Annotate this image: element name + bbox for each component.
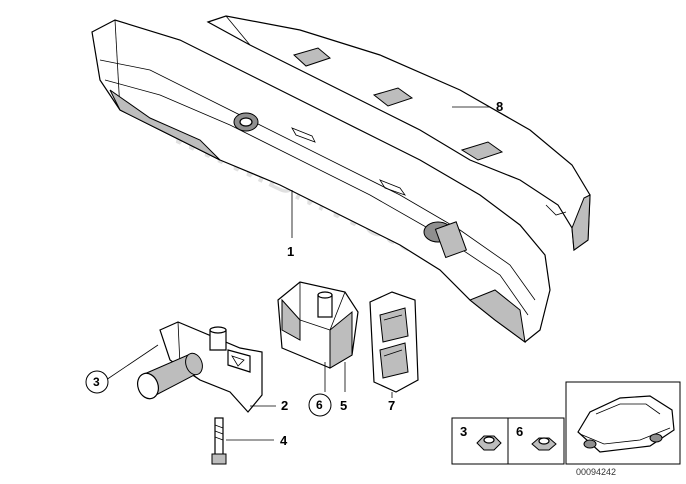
callout-4: 4 [280, 433, 288, 448]
hex-nut-icon [476, 435, 502, 451]
callout-6: 6 [316, 398, 323, 412]
part-1-bumper-carrier [91, 19, 551, 344]
collar-nut-icon [531, 437, 557, 451]
leader-3 [105, 344, 159, 381]
part-4-bolt [211, 417, 227, 465]
car-thumbnail [565, 381, 681, 465]
part-8-trim-strip [206, 15, 591, 252]
callout-6-circle [308, 393, 332, 417]
inset-label-3: 3 [460, 424, 467, 439]
inset-nuts-box: 3 6 [451, 417, 565, 465]
callout-8: 8 [496, 99, 503, 114]
callout-2: 2 [281, 398, 288, 413]
callout-3-circle [85, 370, 109, 394]
diagram-number: 00094242 [576, 467, 616, 477]
callout-7: 7 [388, 398, 395, 413]
part-3-tow-spigot [137, 352, 203, 400]
callout-5: 5 [340, 398, 347, 413]
part-5-impact-absorber [277, 281, 359, 369]
callout-3: 3 [93, 375, 100, 389]
callout-1: 1 [287, 244, 294, 259]
inset-label-6: 6 [516, 424, 523, 439]
part-7-clamping-plate [369, 291, 419, 393]
part-2-bracket [159, 321, 263, 413]
